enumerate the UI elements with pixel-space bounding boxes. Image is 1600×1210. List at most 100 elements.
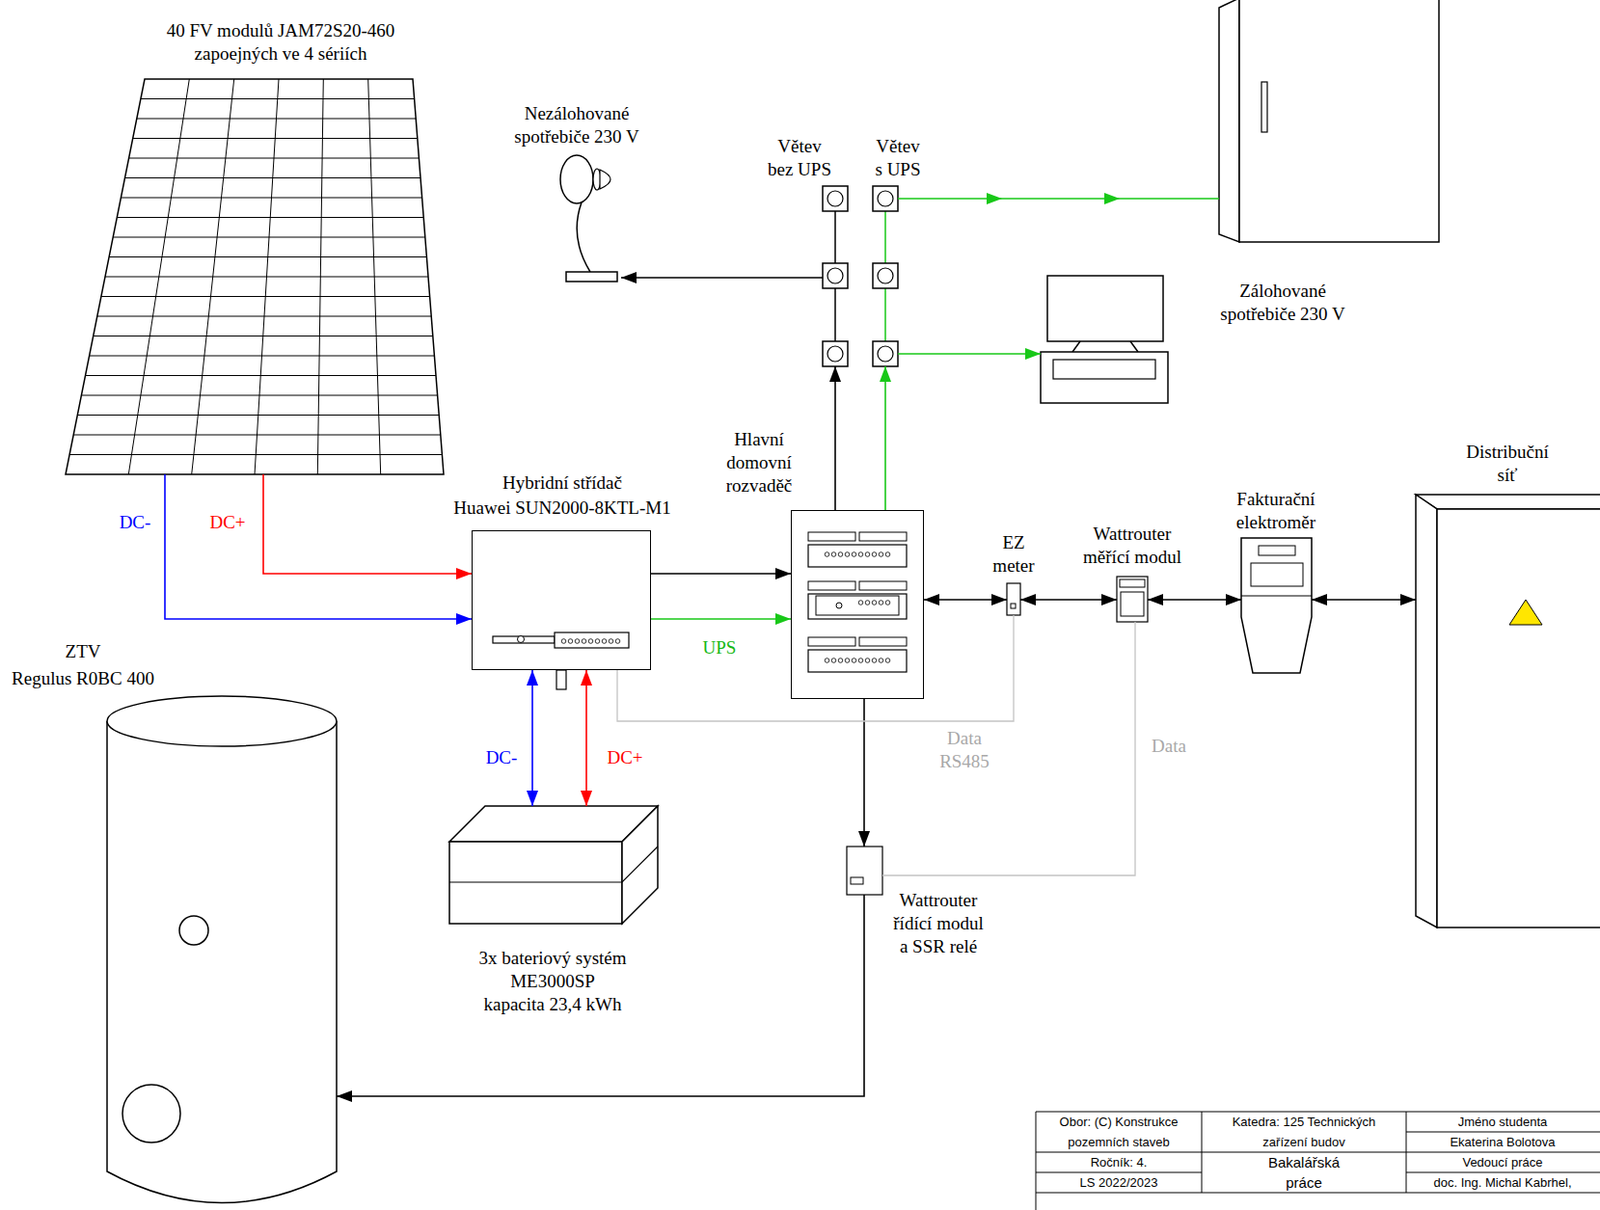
title-block-cell: doc. Ing. Michal Kabrhel, bbox=[1408, 1172, 1598, 1194]
wire-arrow bbox=[986, 192, 1003, 205]
breaker-bar bbox=[808, 532, 856, 542]
socket-hole bbox=[877, 346, 894, 362]
connector bbox=[1311, 598, 1416, 601]
inverter-dongle bbox=[556, 670, 567, 690]
breaker-row bbox=[808, 544, 907, 568]
title-block-cell: Katedra: 125 Technických zařízení budov bbox=[1220, 1111, 1389, 1153]
edge-label: DC+ bbox=[203, 511, 252, 535]
socket-hole bbox=[827, 190, 843, 207]
node-label: Huawei SUN2000-8KTL-M1 bbox=[436, 496, 688, 520]
connector bbox=[923, 598, 1007, 601]
socket-branch: Větev s UPS bbox=[872, 186, 898, 367]
socket bbox=[872, 341, 898, 367]
wattrouter-controller: Wattrouter řídící modul a SSR relé bbox=[846, 846, 883, 895]
connector bbox=[1147, 598, 1242, 601]
breaker-row bbox=[808, 650, 907, 673]
controller-led bbox=[850, 877, 864, 885]
connector bbox=[585, 670, 588, 807]
lamp-base bbox=[566, 271, 618, 282]
socket bbox=[822, 263, 848, 289]
wattrouter-panel bbox=[1120, 592, 1144, 617]
inverter-led bbox=[517, 636, 525, 644]
hot-water-tank: ZTVRegulus R0BC 400 bbox=[107, 696, 337, 1206]
node-label: Distribuční síť bbox=[1462, 440, 1554, 488]
unbacked-load: Nezálohované spotřebiče 230 V bbox=[557, 152, 622, 284]
battery-stack: 3x bateriový systém ME3000SPkapacita 23,… bbox=[449, 806, 658, 924]
connector bbox=[531, 670, 534, 807]
connector bbox=[1020, 598, 1117, 601]
keyboard bbox=[1053, 359, 1156, 380]
distribution-board: Hlavní domovní rozvaděč bbox=[790, 510, 924, 700]
monitor-stand bbox=[1072, 341, 1139, 353]
edge-label: DC- bbox=[477, 746, 526, 770]
inverter-bar bbox=[492, 636, 555, 644]
title-block-cell: Jméno studenta bbox=[1408, 1111, 1598, 1133]
breaker-module bbox=[815, 596, 899, 616]
ez-meter-port bbox=[1010, 603, 1016, 609]
title-block-cell: Obor: (C) Konstrukce pozemních staveb bbox=[1037, 1111, 1200, 1153]
edge-label: DC+ bbox=[600, 746, 650, 770]
fridge bbox=[1239, 0, 1439, 243]
wire-arrow bbox=[1104, 192, 1120, 205]
title-block-cell: Ročník: 4. bbox=[1037, 1152, 1200, 1173]
node-label: Wattrouter řídící modul a SSR relé bbox=[890, 889, 987, 959]
socket-branch: Větev bez UPS bbox=[822, 186, 848, 367]
node-label: 3x bateriový systém ME3000SP bbox=[470, 947, 635, 994]
connector bbox=[336, 894, 865, 1097]
computer-base bbox=[1040, 352, 1168, 404]
billing-meter: Fakturační elektroměr bbox=[1241, 538, 1312, 674]
title-block-cell: Vedoucí práce bbox=[1408, 1152, 1598, 1173]
meter-window bbox=[1250, 563, 1303, 587]
fridge-handle bbox=[1261, 81, 1268, 133]
pv-panel bbox=[65, 79, 444, 475]
socket bbox=[822, 186, 848, 212]
title-block-cell: Bakalářská práce bbox=[1250, 1152, 1357, 1194]
data-line bbox=[882, 622, 1136, 876]
controller-body bbox=[846, 846, 883, 895]
socket bbox=[822, 341, 848, 367]
cabinet-front bbox=[1437, 509, 1600, 928]
breaker-bar bbox=[808, 581, 856, 591]
inverter-terminal bbox=[554, 632, 629, 649]
terminal-row bbox=[857, 597, 892, 608]
node-label: kapacita 23,4 kWh bbox=[470, 993, 635, 1017]
breaker-bar bbox=[859, 581, 907, 591]
socket bbox=[872, 186, 898, 212]
node-label: Hybridní střídač bbox=[436, 471, 688, 495]
title-block-cell: LS 2022/2023 bbox=[1037, 1172, 1200, 1194]
lamp-stem bbox=[576, 202, 591, 272]
socket-hole bbox=[877, 190, 894, 207]
terminal-row bbox=[823, 549, 892, 560]
pv-array: 40 FV modulů JAM72S20-460 zapoejných ve … bbox=[57, 79, 449, 475]
edge-label: Data RS485 bbox=[932, 727, 997, 774]
connector bbox=[650, 572, 791, 575]
terminal-row bbox=[823, 655, 892, 666]
warning-triangle bbox=[1509, 599, 1543, 625]
edge-label: DC- bbox=[110, 511, 160, 535]
node-label: Větev s UPS bbox=[872, 135, 923, 182]
breaker-bar bbox=[859, 637, 907, 647]
edge-label: Data bbox=[1144, 734, 1194, 759]
node-label: Hlavní domovní rozvaděč bbox=[713, 428, 806, 498]
socket-hole bbox=[827, 346, 843, 362]
connector bbox=[834, 366, 837, 511]
node-label: 40 FV modulů JAM72S20-460 zapoejných ve … bbox=[160, 19, 402, 66]
fridge-wire bbox=[897, 197, 1220, 200]
socket-hole bbox=[877, 268, 894, 284]
meter-line bbox=[1241, 596, 1312, 597]
grid-cabinet: Distribuční síť bbox=[1415, 494, 1600, 928]
wattrouter-top bbox=[1119, 579, 1145, 588]
breaker-row bbox=[808, 594, 907, 620]
node-label: Větev bez UPS bbox=[764, 135, 835, 182]
pv-grid bbox=[69, 79, 442, 475]
node-label: EZ meter bbox=[987, 531, 1041, 578]
lamp-head bbox=[560, 155, 594, 204]
lamp-shade bbox=[599, 169, 611, 190]
title-block-cell: Ekaterina Bolotova bbox=[1408, 1132, 1598, 1153]
ez-meter: EZ meter bbox=[1006, 583, 1021, 616]
tank-top bbox=[107, 696, 337, 747]
node-label: Regulus R0BC 400 bbox=[0, 667, 165, 691]
